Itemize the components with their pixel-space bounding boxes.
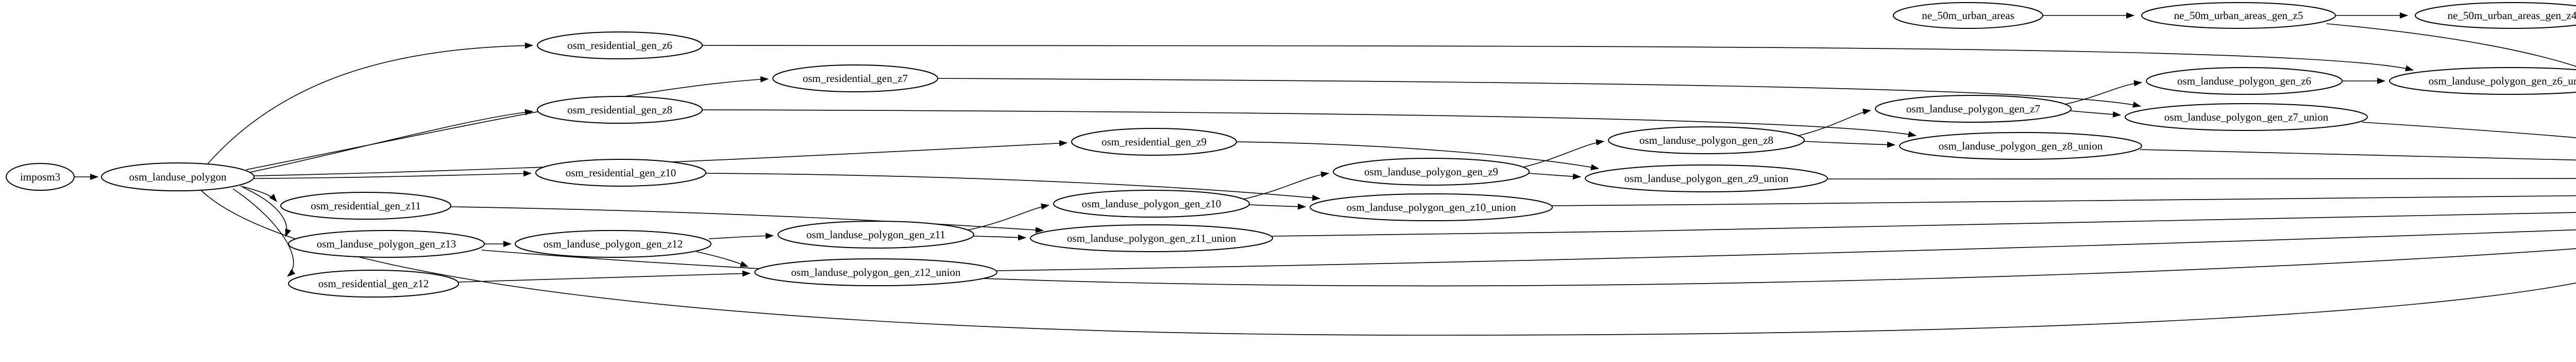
node-label: osm_landuse_polygon_gen_z12 bbox=[544, 238, 683, 250]
node-label: ne_50m_urban_areas bbox=[1922, 9, 2014, 22]
node-label: osm_landuse_polygon_gen_z9 bbox=[1364, 166, 1498, 178]
edge-gen-z8-to-gen-z7 bbox=[1798, 108, 1871, 136]
node-label: osm_residential_gen_z7 bbox=[803, 72, 908, 85]
node-osm-residential-gen-z6: osm_residential_gen_z6 bbox=[537, 31, 703, 59]
node-imposm3: imposm3 bbox=[6, 163, 75, 191]
node-label: ne_50m_urban_areas_gen_z5 bbox=[2174, 9, 2303, 22]
node-label: osm_residential_gen_z10 bbox=[566, 167, 676, 179]
node-osm-residential-gen-z12: osm_residential_gen_z12 bbox=[288, 270, 459, 298]
edge-gen-z11-to-gen-z10 bbox=[968, 203, 1049, 231]
edge-z9-union-to-row-z9 bbox=[1827, 178, 2576, 180]
node-label: osm_landuse_polygon_gen_z11_union bbox=[1067, 232, 1236, 244]
node-osm-landuse-polygon-gen-z6-union: osm_landuse_polygon_gen_z6_union bbox=[2389, 67, 2576, 95]
node-osm-landuse-polygon-gen-z9-union: osm_landuse_polygon_gen_z9_union bbox=[1585, 164, 1828, 192]
edge-polygon-to-res-z6 bbox=[207, 42, 533, 165]
edge-res-z7-to-z7-union bbox=[937, 78, 2141, 108]
node-label: osm_residential_gen_z6 bbox=[567, 39, 672, 52]
node-label: osm_residential_gen_z11 bbox=[311, 200, 421, 212]
node-osm-landuse-polygon-gen-z6: osm_landuse_polygon_gen_z6 bbox=[2146, 67, 2343, 95]
edge-gen-z9-to-z9-union bbox=[1528, 173, 1581, 180]
node-label: osm_residential_gen_z12 bbox=[318, 277, 429, 290]
node-osm-residential-gen-z9: osm_residential_gen_z9 bbox=[1071, 128, 1237, 156]
edge-polygon-to-row-z14 bbox=[198, 188, 2576, 336]
edge-gen-z7-to-gen-z6 bbox=[2065, 80, 2142, 105]
node-osm-landuse-polygon-gen-z13: osm_landuse_polygon_gen_z13 bbox=[288, 230, 485, 258]
node-label: osm_residential_gen_z9 bbox=[1101, 136, 1207, 148]
node-osm-residential-gen-z11: osm_residential_gen_z11 bbox=[280, 192, 451, 220]
node-layer: imposm3 osm_landuse_polygon osm_resident… bbox=[6, 2, 2576, 298]
node-osm-landuse-polygon-gen-z9: osm_landuse_polygon_gen_z9 bbox=[1333, 158, 1530, 186]
edge-res-z6-to-z6-union bbox=[702, 45, 2414, 72]
node-label: osm_landuse_polygon_gen_z6 bbox=[2177, 75, 2311, 87]
node-label: osm_landuse_polygon_gen_z13 bbox=[317, 238, 456, 250]
edge-gen-z9-to-gen-z8 bbox=[1523, 139, 1604, 168]
edge-ne-gen-z5-to-row-z5 bbox=[2326, 23, 2576, 67]
edge-res-z11-to-z11-union bbox=[450, 206, 1044, 234]
node-ne-50m-urban-areas: ne_50m_urban_areas bbox=[1893, 2, 2043, 29]
edge-gen-z10-to-z10-union bbox=[1248, 203, 1306, 210]
edge-gen-z12-to-gen-z11 bbox=[708, 233, 774, 239]
node-osm-landuse-polygon-gen-z12-union: osm_landuse_polygon_gen_z12_union bbox=[754, 258, 997, 286]
node-label: osm_landuse_polygon_gen_z8_union bbox=[1939, 140, 2103, 152]
node-osm-residential-gen-z10: osm_residential_gen_z10 bbox=[535, 159, 706, 187]
node-label: osm_residential_gen_z8 bbox=[567, 104, 672, 116]
node-osm-landuse-polygon-gen-z8-union: osm_landuse_polygon_gen_z8_union bbox=[1899, 132, 2142, 160]
edge-z7-union-to-row-z7 bbox=[2362, 122, 2576, 138]
edge-res-z8-to-z8-union bbox=[702, 109, 1917, 138]
node-osm-landuse-polygon-gen-z11: osm_landuse_polygon_gen_z11 bbox=[777, 221, 974, 249]
edge-polygon-to-res-z8 bbox=[250, 109, 533, 173]
node-osm-landuse-polygon-gen-z11-union: osm_landuse_polygon_gen_z11_union bbox=[1030, 224, 1273, 252]
node-osm-landuse-polygon-gen-z7: osm_landuse_polygon_gen_z7 bbox=[1875, 95, 2072, 123]
edge-gen-z7-to-z7-union bbox=[2070, 110, 2121, 118]
edge-gen-z12-to-z12-union bbox=[696, 251, 749, 267]
node-label: osm_landuse_polygon_gen_z11 bbox=[806, 228, 945, 241]
edge-gen-z8-to-z8-union bbox=[1803, 141, 1895, 148]
node-osm-landuse-polygon-gen-z8: osm_landuse_polygon_gen_z8 bbox=[1608, 126, 1805, 154]
edge-res-z10-to-z10-union bbox=[705, 173, 1320, 201]
node-osm-landuse-polygon: osm_landuse_polygon bbox=[101, 162, 255, 191]
edge-polygon-to-res-z12 bbox=[232, 188, 296, 277]
edge-z8-union-to-row-z8 bbox=[2140, 149, 2576, 160]
edge-polygon-to-res-z9 bbox=[253, 140, 1067, 176]
node-label: osm_landuse_polygon_gen_z7_union bbox=[2164, 111, 2329, 123]
edge-res-z9-to-z9-union bbox=[1236, 141, 1599, 171]
node-label: osm_landuse_polygon bbox=[129, 171, 227, 183]
edge-polygon-to-res-z10 bbox=[253, 170, 532, 179]
node-ne-50m-urban-areas-gen-z5: ne_50m_urban_areas_gen_z5 bbox=[2141, 2, 2336, 29]
node-label: imposm3 bbox=[20, 171, 60, 183]
edge-gen-z10-to-gen-z9 bbox=[1243, 171, 1329, 200]
node-osm-residential-gen-z7: osm_residential_gen_z7 bbox=[772, 64, 938, 92]
node-osm-landuse-polygon-gen-z10: osm_landuse_polygon_gen_z10 bbox=[1053, 190, 1250, 218]
node-label: osm_landuse_polygon_gen_z10_union bbox=[1347, 201, 1516, 213]
edge-gen-z11-to-z11-union bbox=[973, 234, 1026, 241]
node-label: osm_landuse_polygon_gen_z10 bbox=[1082, 198, 1222, 210]
node-label: osm_landuse_polygon_gen_z7 bbox=[1906, 103, 2040, 115]
edge-polygon-to-gen-z13 bbox=[242, 187, 291, 237]
node-label: osm_landuse_polygon_gen_z12_union bbox=[791, 266, 961, 278]
edge-res-z12-to-z12-union bbox=[458, 270, 751, 283]
node-label: osm_landuse_polygon_gen_z6_union bbox=[2429, 75, 2576, 87]
edge-z12-union-to-row-z12 bbox=[996, 229, 2576, 271]
node-osm-landuse-polygon-gen-z10-union: osm_landuse_polygon_gen_z10_union bbox=[1310, 193, 1553, 221]
node-label: osm_landuse_polygon_gen_z8 bbox=[1639, 134, 1773, 146]
node-osm-landuse-polygon-gen-z12: osm_landuse_polygon_gen_z12 bbox=[515, 230, 711, 258]
edge-polygon-to-res-z11 bbox=[240, 186, 277, 202]
node-label: osm_landuse_polygon_gen_z9_union bbox=[1624, 172, 1789, 185]
node-osm-landuse-polygon-gen-z7-union: osm_landuse_polygon_gen_z7_union bbox=[2125, 103, 2368, 131]
node-osm-residential-gen-z8: osm_residential_gen_z8 bbox=[537, 96, 703, 124]
node-ne-50m-urban-areas-gen-z4: ne_50m_urban_areas_gen_z4 bbox=[2415, 2, 2576, 29]
node-label: ne_50m_urban_areas_gen_z4 bbox=[2448, 9, 2576, 22]
